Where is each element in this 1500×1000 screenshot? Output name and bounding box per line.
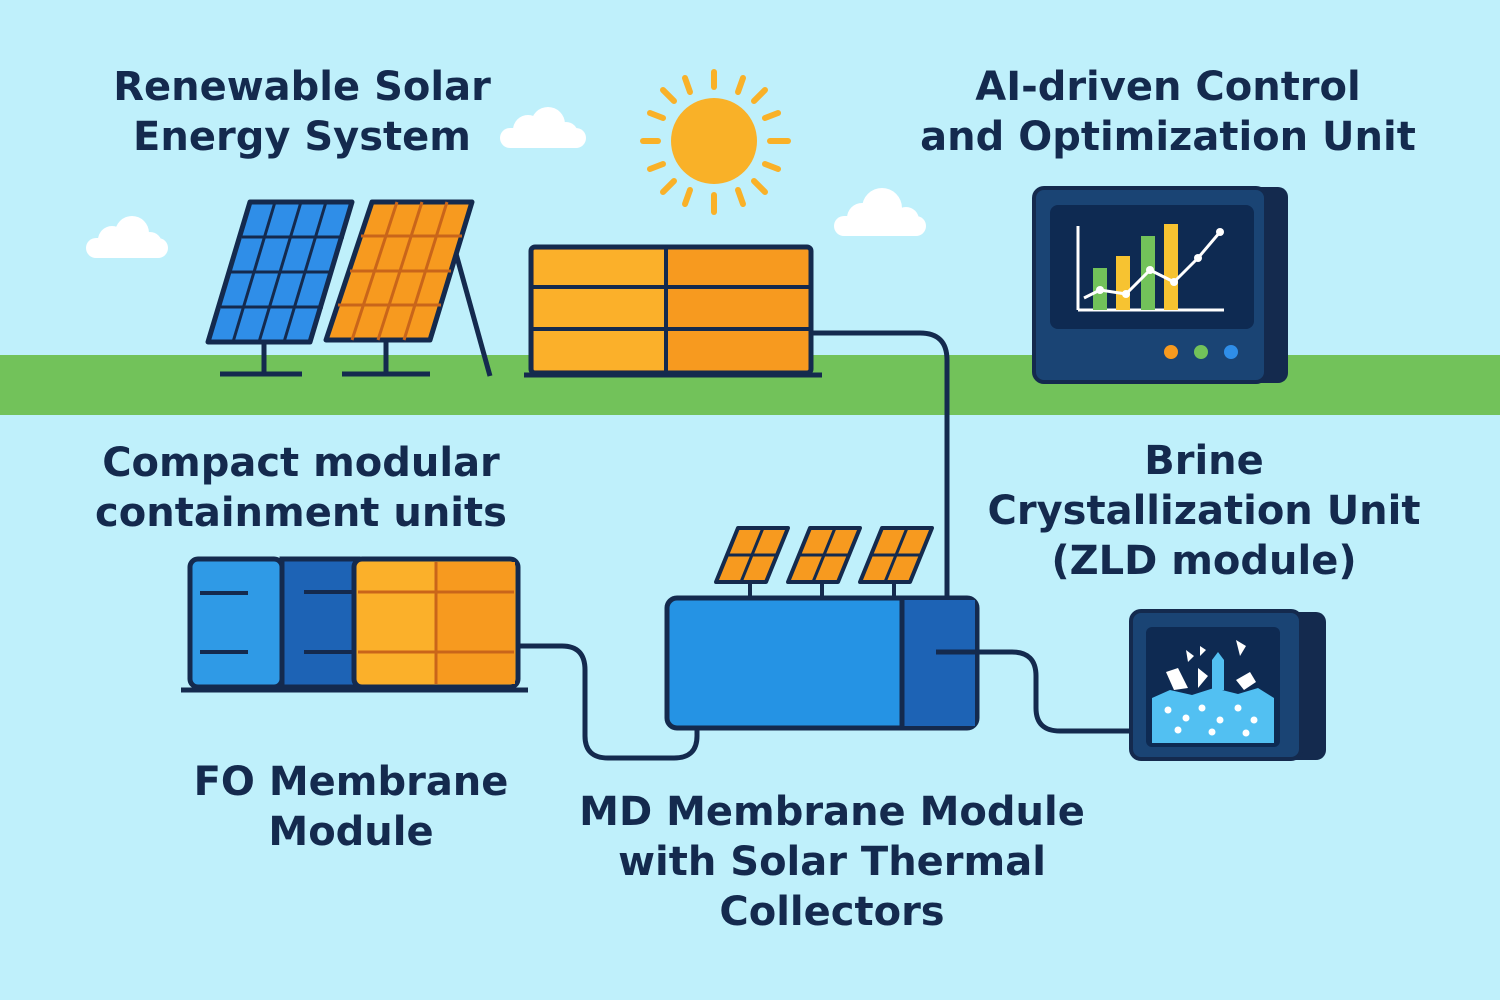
label-line: and Optimization Unit <box>920 114 1416 160</box>
label-line: with Solar Thermal <box>618 839 1046 885</box>
label-line: containment units <box>95 490 507 536</box>
md-membrane-unit-icon <box>664 526 980 731</box>
crystallizer-icon <box>1129 609 1326 761</box>
label-line: FO Membrane <box>193 759 509 805</box>
cloud-icon <box>86 216 168 258</box>
cloud-icon <box>500 107 586 148</box>
label-line: Collectors <box>719 889 945 935</box>
label-line: Brine <box>1144 438 1264 484</box>
label-brine-crystallization-unit: Brine Crystallization Unit (ZLD module) <box>988 436 1421 586</box>
label-line: Renewable Solar <box>113 64 491 110</box>
connector-pipe <box>811 330 950 600</box>
sun-icon <box>640 69 791 215</box>
label-ai-control-unit: AI-driven Control and Optimization Unit <box>920 62 1416 162</box>
label-md-membrane-module: MD Membrane Module with Solar Thermal Co… <box>579 787 1085 937</box>
label-line: Compact modular <box>102 440 500 486</box>
label-line: Crystallization Unit <box>987 488 1421 534</box>
label-line: AI-driven Control <box>975 64 1361 110</box>
label-line: Module <box>268 809 434 855</box>
label-fo-membrane-module: FO Membrane Module <box>194 757 509 857</box>
label-line: MD Membrane Module <box>579 789 1085 835</box>
solar-panel-icon <box>205 199 493 377</box>
container-icon <box>181 556 528 693</box>
connector-pipe <box>936 649 1132 734</box>
battery-storage-icon <box>524 244 822 378</box>
connector-pipe <box>518 643 700 761</box>
label-containment-units: Compact modular containment units <box>95 438 507 538</box>
label-line: Energy System <box>133 114 471 160</box>
monitor-chart-icon <box>1032 186 1288 384</box>
label-line: (ZLD module) <box>1051 538 1357 584</box>
label-solar-energy-system: Renewable Solar Energy System <box>113 62 491 162</box>
cloud-icon <box>834 188 926 236</box>
